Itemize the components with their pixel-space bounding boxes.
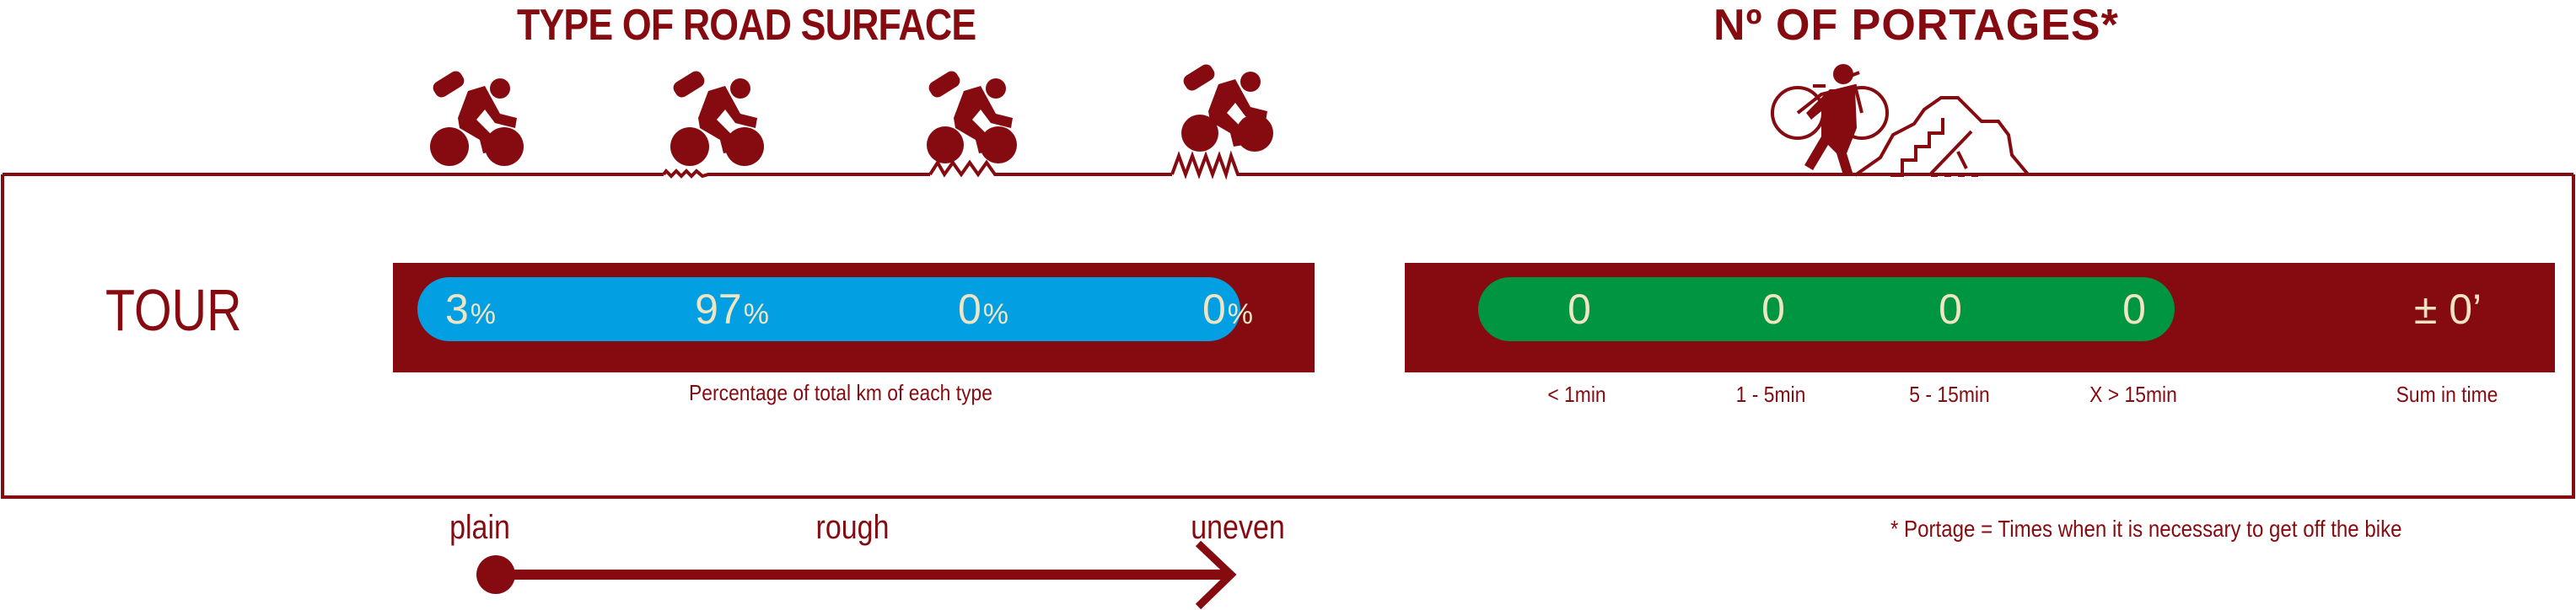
road-surface-title: TYPE OF ROAD SURFACE [517,1,976,50]
value-number: 3 [444,286,469,333]
cyclist-wavy-road-icon [670,71,764,166]
portage-label-lt1: < 1min [1547,382,1606,407]
portage-count-lt1: 0 [1568,286,1591,333]
surface-value-wavy: 97% [695,277,769,341]
portage-bar [1478,277,2175,341]
scale-label-uneven: uneven [1191,509,1285,546]
scale-label-rough: rough [815,509,890,546]
value-unit: % [982,298,1009,330]
surface-value-plain: 3% [445,277,496,341]
footnote: * Portage = Times when it is necessary t… [1890,516,2402,542]
portage-label-1-5: 1 - 5min [1735,382,1806,407]
portages-title: Nº OF PORTAGES* [1713,1,2119,50]
scale-label-plain: plain [449,509,510,546]
value-unit: % [1227,298,1254,330]
portage-count-1-5: 0 [1761,286,1785,333]
surface-value-rough: 0% [958,277,1008,341]
value-number: 97 [695,286,742,333]
portage-label-gt15: X > 15min [2089,382,2177,407]
portage-sum-time: ± 0’ [2413,286,2482,333]
surface-value-uneven: 0% [1202,277,1253,341]
row-label-tour: TOUR [105,277,242,343]
carrying-bike-over-obstacles-icon [1771,64,2030,177]
portage-count-gt15: 0 [2122,286,2146,333]
cyclist-plain-road-icon [430,71,524,166]
cyclist-uneven-road-icon [1181,64,1273,152]
portage-count-5-15: 0 [1939,286,1962,333]
road-surface-caption: Percentage of total km of each type [689,380,992,405]
road-surface-bar [417,277,1240,341]
portage-label-sum: Sum in time [2396,382,2498,407]
value-number: 0 [957,286,981,333]
cyclist-rough-road-icon [927,71,1017,163]
portage-label-5-15: 5 - 15min [1909,382,1990,407]
value-number: 0 [1202,286,1226,333]
value-unit: % [743,298,769,330]
value-unit: % [470,298,497,330]
